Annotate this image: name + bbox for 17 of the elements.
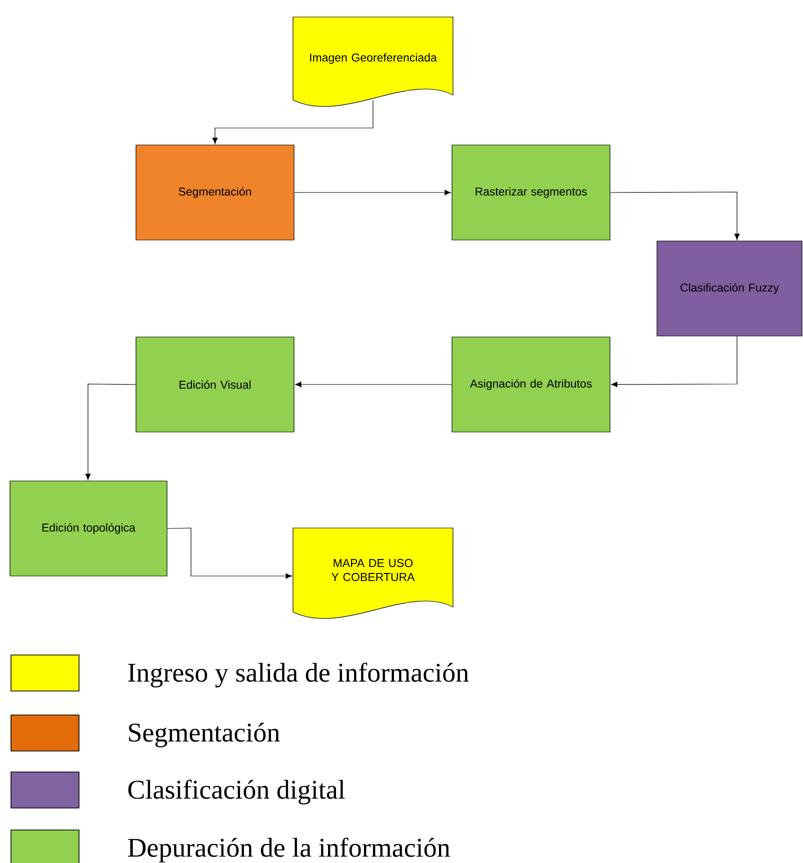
process-box: Edición topológica: [10, 480, 168, 576]
process-box: Edición Visual: [136, 336, 294, 432]
arrow: [85, 384, 136, 480]
legend-label: Depuración de la información: [128, 838, 450, 862]
arrow: [610, 192, 740, 240]
process-box: Rasterizar segmentos: [452, 144, 610, 240]
process-box: Asignación de Atributos: [452, 336, 610, 432]
arrow: [212, 100, 374, 144]
process-box: Clasificación Fuzzy: [656, 240, 802, 336]
arrow: [611, 336, 738, 388]
legend-label: Segmentación: [129, 722, 280, 748]
arrow: [294, 190, 451, 196]
legend-label: Clasificación digital: [128, 780, 345, 804]
process-box: Segmentación: [136, 144, 294, 240]
arrow: [295, 382, 452, 388]
legend-label: Ingreso y salida de información: [128, 662, 469, 688]
arrow: [167, 528, 292, 579]
